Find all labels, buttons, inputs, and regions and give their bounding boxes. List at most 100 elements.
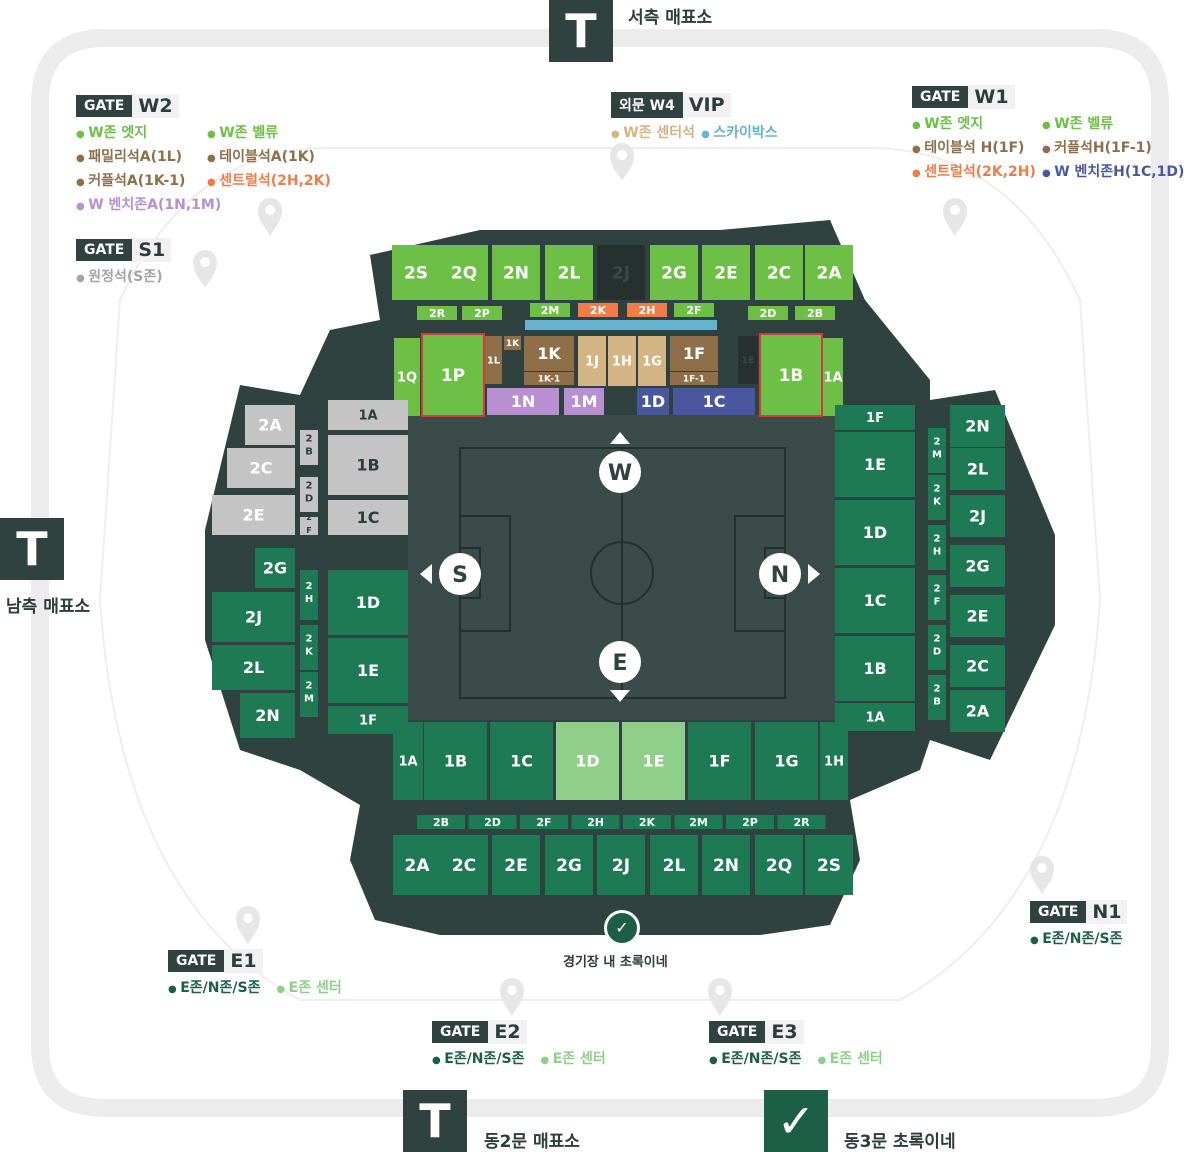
seat-east-small[interactable]: 2B — [417, 815, 465, 829]
seat-east-upper[interactable]: 2C — [440, 835, 488, 895]
seat-west-upper-small[interactable]: 2K — [578, 303, 618, 317]
seat-south-upper[interactable]: 2E — [212, 495, 295, 535]
seat-west-lower[interactable]: 1J — [578, 336, 606, 386]
seat-south-upper[interactable]: 2J — [212, 592, 295, 642]
seat-west-bench[interactable]: 1N — [487, 388, 559, 415]
seat-east-small[interactable]: 2M — [674, 815, 723, 829]
seat-west-upper[interactable]: 2E — [702, 245, 750, 300]
seat-north-upper[interactable]: 2A — [950, 690, 1005, 732]
seat-east-upper[interactable]: 2E — [492, 835, 540, 895]
seat-west-upper[interactable]: 2Q — [440, 245, 488, 300]
seat-north-lower[interactable]: 1E — [835, 432, 915, 497]
seat-skybox[interactable] — [525, 320, 717, 330]
seat-south-lower[interactable]: 1D — [328, 570, 408, 635]
seat-east-lower[interactable]: 1D — [556, 722, 619, 800]
seat-west-bench[interactable]: 1C — [673, 388, 755, 415]
seat-west-lower[interactable]: 1K-1 — [524, 372, 574, 385]
seat-east-small[interactable]: 2R — [777, 815, 826, 829]
seat-north-upper[interactable]: 2G — [950, 545, 1005, 587]
seat-west-upper[interactable]: 2S — [392, 245, 440, 300]
seat-north-lower[interactable]: 1A — [835, 703, 915, 731]
seat-east-upper[interactable]: 2J — [597, 835, 645, 895]
seat-south-lower[interactable]: 1B — [328, 435, 408, 495]
seat-south-upper[interactable]: 2C — [227, 448, 295, 488]
seat-east-lower[interactable]: 1E — [622, 722, 685, 800]
ticket-office-east2-icon[interactable]: T — [403, 1090, 467, 1152]
seat-west-lower[interactable]: 1L — [485, 336, 502, 384]
seat-north-lower[interactable]: 1F — [835, 405, 915, 430]
seat-west-lower[interactable]: 1E — [738, 336, 758, 384]
seat-east-upper[interactable]: 2S — [805, 835, 853, 895]
ticket-office-south-icon[interactable]: T — [0, 518, 64, 580]
seat-east-small[interactable]: 2P — [726, 815, 774, 829]
seat-west-lower[interactable]: 1A — [823, 338, 843, 416]
seat-east-small[interactable]: 2D — [468, 815, 517, 829]
seat-north-lower[interactable]: 1B — [835, 636, 915, 701]
seat-east-upper[interactable]: 2L — [650, 835, 698, 895]
seat-south-lower[interactable]: 1E — [328, 638, 408, 703]
seat-west-bench[interactable]: 1M — [564, 388, 604, 415]
seat-east-lower[interactable]: 1H — [820, 722, 848, 800]
seat-south-upper[interactable]: 2N — [240, 693, 295, 738]
seat-south-upper[interactable]: 2A — [245, 405, 295, 445]
seat-west-upper-small[interactable]: 2M — [530, 303, 570, 317]
seat-north-upper[interactable]: 2N — [950, 405, 1005, 447]
seat-east-lower[interactable]: 1C — [490, 722, 553, 800]
seat-west-upper[interactable]: 2C — [755, 245, 803, 300]
seat-north-upper[interactable]: 2L — [950, 448, 1005, 490]
seat-east-upper[interactable]: 2G — [545, 835, 593, 895]
seat-east-lower[interactable]: 1A — [393, 722, 423, 800]
seat-west-lower[interactable]: 1K — [524, 336, 574, 371]
seat-east-lower[interactable]: 1G — [755, 722, 818, 800]
seat-west-upper[interactable]: 2G — [650, 245, 698, 300]
seat-south-lower[interactable]: 1C — [328, 500, 408, 535]
seat-west-lower[interactable]: 1G — [638, 336, 666, 386]
seat-north-upper[interactable]: 2E — [950, 595, 1005, 637]
seat-west-lower[interactable]: 1P — [421, 333, 485, 417]
ticket-office-west-icon[interactable]: T — [549, 0, 613, 62]
seat-west-lower[interactable]: 1F-1 — [670, 372, 718, 385]
seat-north-lower[interactable]: 1D — [835, 500, 915, 565]
seat-east-small[interactable]: 2K — [623, 815, 671, 829]
seat-south-upper[interactable]: 2G — [255, 548, 295, 588]
seat-west-lower[interactable]: 1B — [759, 333, 823, 417]
seat-north-lower[interactable]: 1C — [835, 568, 915, 633]
seat-north-upper[interactable]: 2C — [950, 645, 1005, 687]
seat-west-upper-small[interactable]: 2P — [462, 306, 502, 320]
seat-west-upper[interactable]: 2A — [805, 245, 853, 300]
seat-west-upper-small[interactable]: 2H — [627, 303, 667, 317]
seat-east-upper[interactable]: 2A — [393, 835, 441, 895]
store-check-icon[interactable]: ✓ — [604, 910, 640, 946]
ticket-office-east3-icon[interactable]: ✓ — [764, 1090, 828, 1152]
seat-west-upper-small[interactable]: 2F — [674, 303, 714, 317]
seat-west-lower[interactable]: 1K — [504, 336, 521, 350]
seat-west-lower[interactable]: 1F — [670, 336, 718, 371]
seat-west-upper-small[interactable]: 2D — [748, 306, 788, 320]
seat-west-upper[interactable]: 2N — [492, 245, 540, 300]
seat-west-upper-small[interactable]: 2B — [795, 306, 835, 320]
seat-west-upper[interactable]: 2J — [597, 245, 645, 300]
seat-south-lower[interactable]: 1A — [328, 400, 408, 430]
seat-west-bench[interactable]: 1D — [637, 388, 669, 415]
seat-east-upper[interactable]: 2N — [702, 835, 750, 895]
seat-east-lower[interactable]: 1F — [688, 722, 751, 800]
seat-west-upper[interactable]: 2L — [545, 245, 593, 300]
